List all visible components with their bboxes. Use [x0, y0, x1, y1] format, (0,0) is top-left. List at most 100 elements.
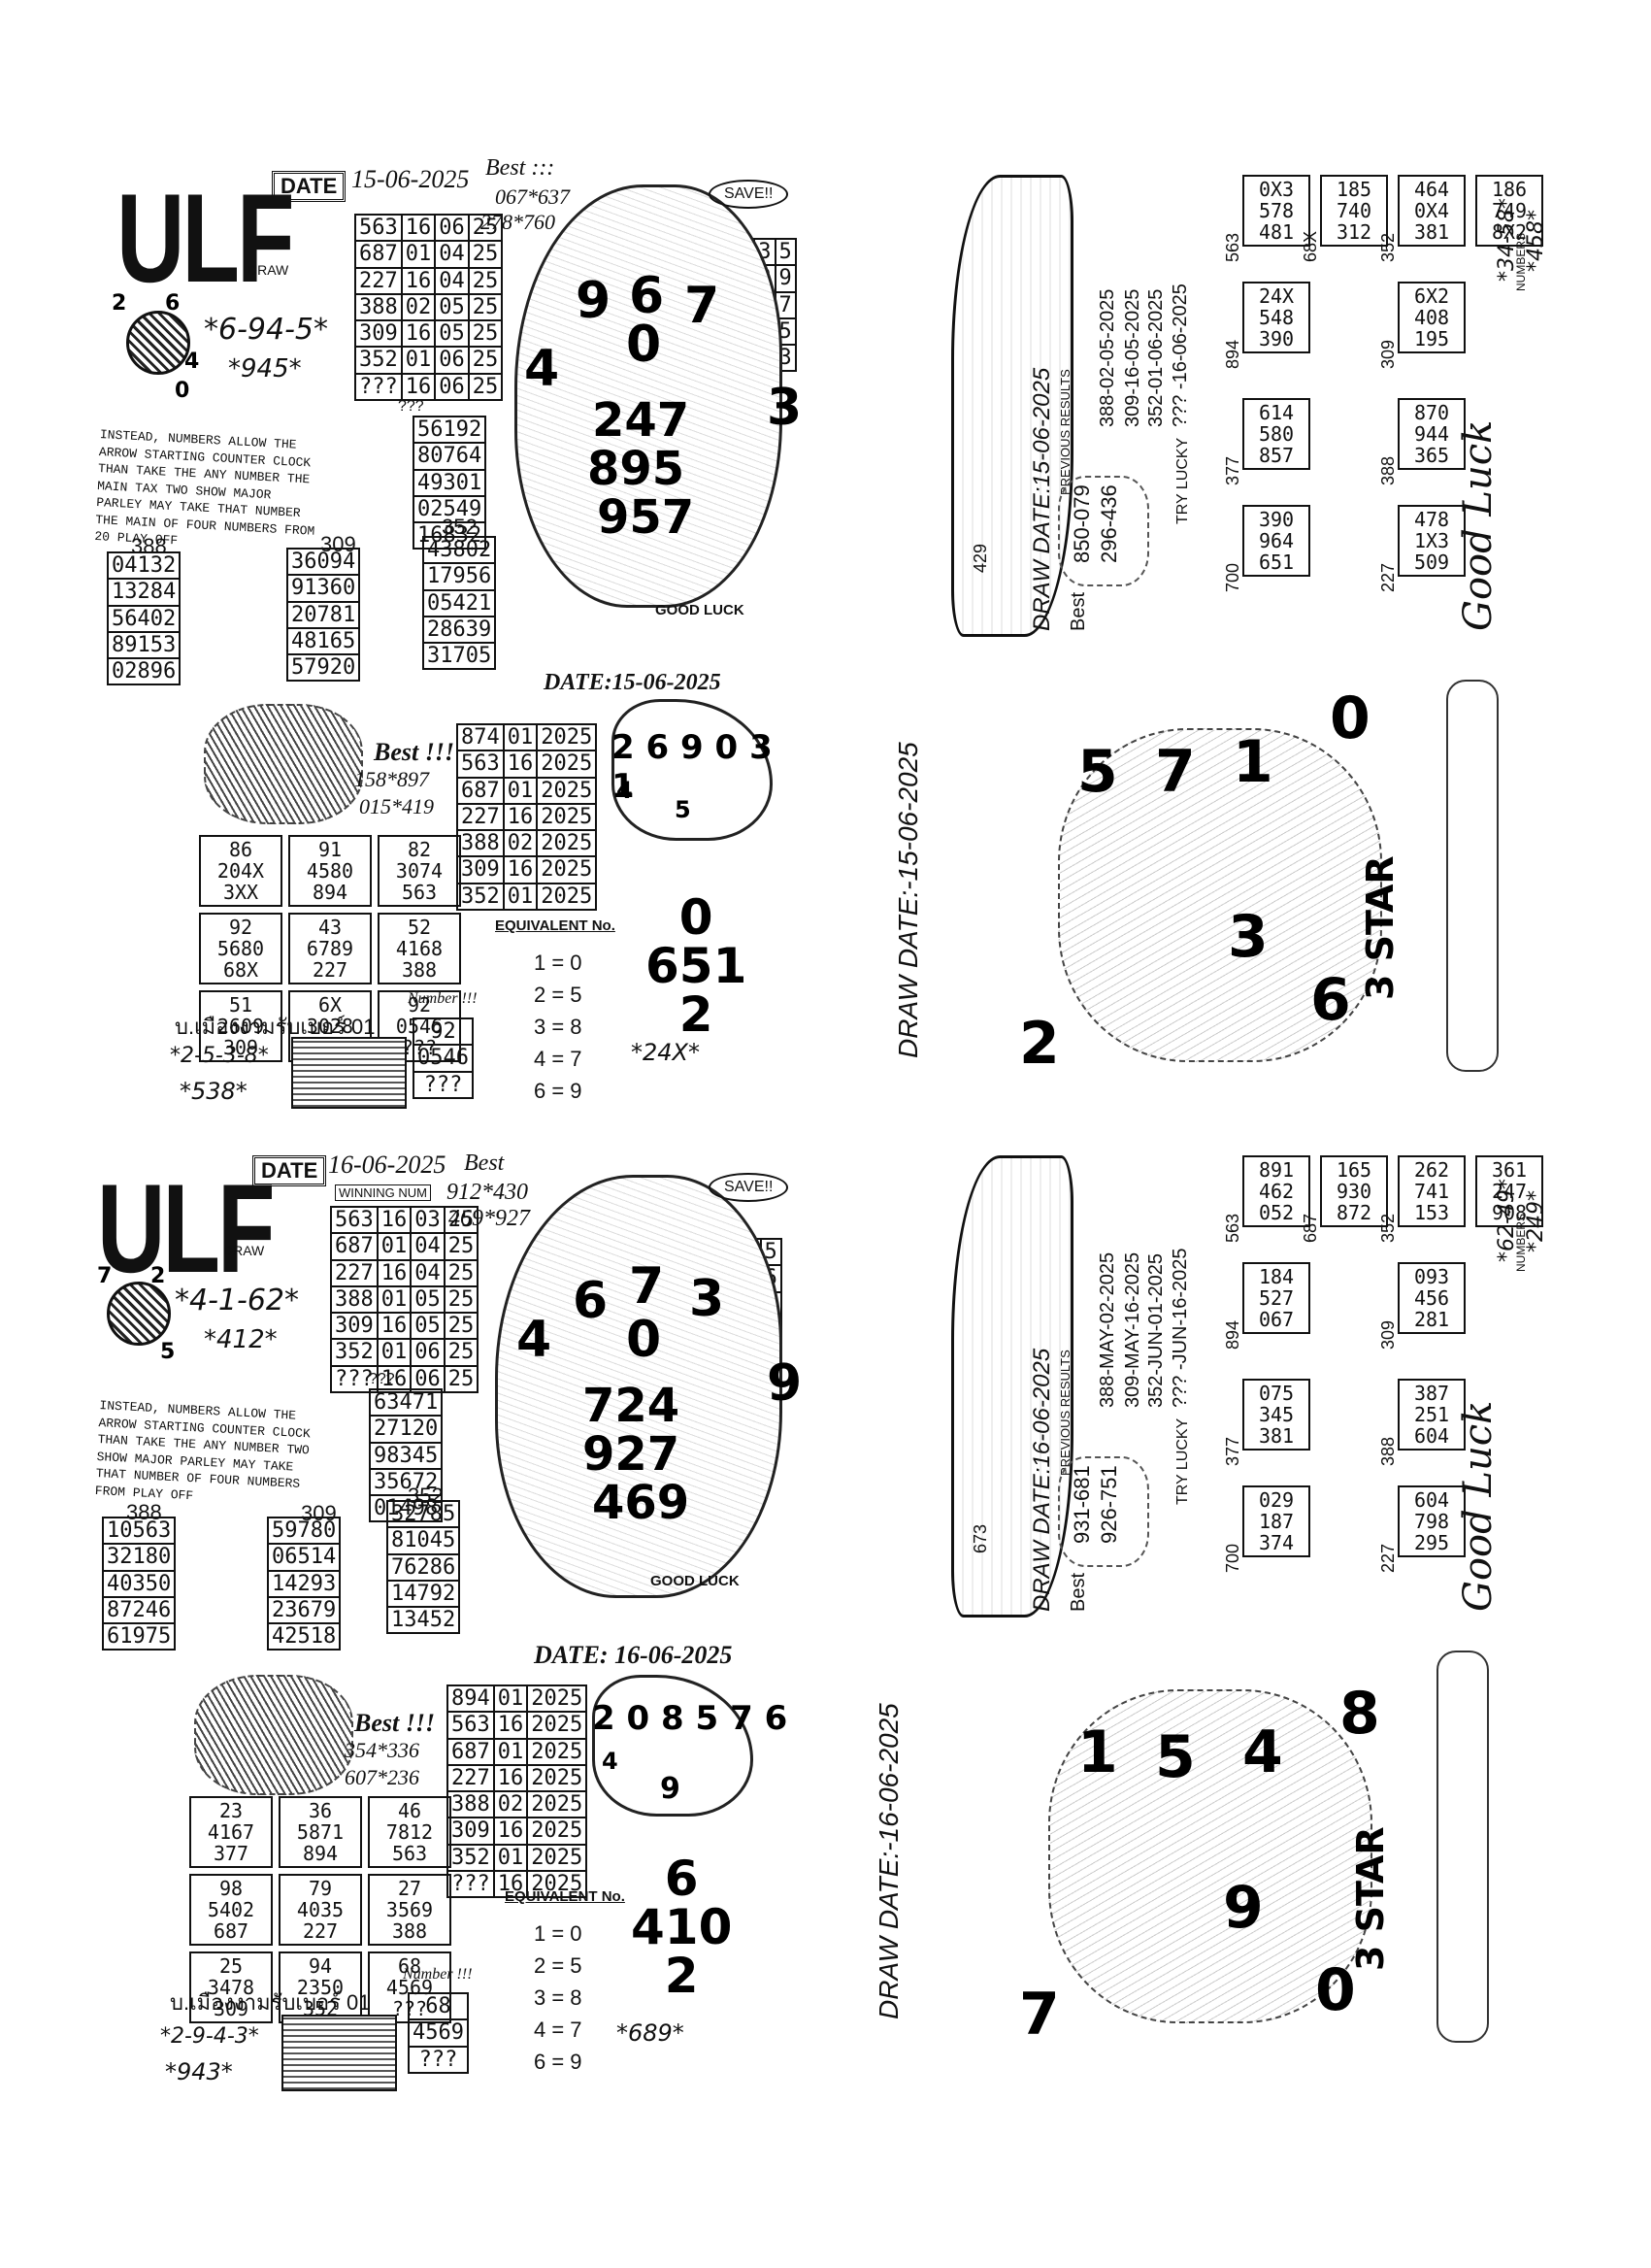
lotto-label: 563 — [1223, 1213, 1242, 1243]
equivalent-item: 6 = 9 — [534, 1079, 582, 1103]
box-line: 944 — [1413, 422, 1450, 446]
table-row: 13284 — [106, 578, 182, 607]
box-line: 870 — [1413, 401, 1450, 424]
table-row: 27120 — [368, 1415, 444, 1444]
table-cell: 80764 — [412, 442, 487, 471]
box-line: 481 — [1258, 220, 1295, 244]
hand-digit: 0 — [626, 1311, 662, 1369]
lotto-try: TRY LUCKY — [1174, 1418, 1191, 1505]
hand-digit: 9 — [767, 1354, 803, 1413]
lotto-signature: Good Luck — [1456, 1400, 1501, 1612]
table-row: 56192 — [412, 415, 487, 445]
palm-illustration — [495, 1175, 782, 1598]
hand-digit: 7 — [684, 277, 720, 335]
best-label: Best !!! — [354, 1709, 436, 1737]
table-cell: 16 — [502, 855, 539, 884]
table-row: 06514 — [266, 1543, 342, 1572]
box-line: 345 — [1258, 1403, 1295, 1426]
box-line: 075 — [1258, 1382, 1295, 1405]
table-row: 98345 — [368, 1441, 444, 1470]
table-cell: 4569 — [408, 2018, 469, 2048]
table-cell: 01 — [376, 1232, 413, 1261]
table-cell: 17956 — [421, 562, 497, 591]
table-cell: 16 — [492, 1817, 529, 1846]
lotto-panel-2: DRAW DATE:16-06-2025 PREVIOUS RESULTS Be… — [951, 1155, 1553, 1621]
table-cell: 01 — [400, 240, 437, 269]
goat-num: 1 — [1233, 728, 1273, 796]
box-line: 5402 — [207, 1898, 255, 1921]
box-line: 0X4 — [1413, 199, 1450, 222]
stack-number: 0 — [678, 889, 713, 946]
table-cell: ??? — [408, 2045, 469, 2074]
box-line: 195 — [1413, 327, 1450, 350]
table-cell: ??? — [413, 1070, 474, 1099]
fan-digit: 1 — [611, 767, 635, 806]
box-line: 964 — [1258, 529, 1295, 552]
equivalent-item: 2 = 5 — [534, 983, 582, 1007]
table-row: 89153 — [106, 630, 182, 660]
table-cell: 01 — [502, 722, 539, 752]
lotto-signature: Good Luck — [1456, 419, 1501, 631]
table-cell: 32180 — [101, 1543, 177, 1572]
equivalent-item: 4 = 7 — [534, 1047, 582, 1071]
table-cell: 563 — [354, 213, 403, 243]
tree-branch — [1436, 1651, 1489, 2043]
table-cell: 25 — [443, 1205, 479, 1235]
box-line: 281 — [1413, 1308, 1450, 1331]
table-cell: ??? — [446, 1870, 495, 1899]
best-pair-1: 158*897 — [354, 767, 429, 791]
box-line: 186 — [1491, 178, 1528, 201]
fan-digit: 0 — [714, 728, 739, 767]
box-line: 509 — [1413, 550, 1450, 574]
table-cell: 14792 — [385, 1579, 461, 1609]
lucky-circle — [107, 1282, 171, 1346]
circle-digit: 0 — [175, 379, 190, 403]
table-cell: 2025 — [526, 1843, 588, 1873]
table-cell: 04 — [410, 1258, 446, 1287]
box-line: 604 — [1413, 1424, 1450, 1448]
table-cell: 02 — [502, 829, 539, 858]
box-line: 184 — [1258, 1265, 1295, 1288]
table-cell: 06514 — [266, 1543, 342, 1572]
table-cell: 27120 — [368, 1415, 444, 1444]
box-line: 387 — [1413, 1382, 1450, 1405]
table-cell: 40350 — [101, 1569, 177, 1598]
table-cell: ??? — [330, 1364, 379, 1394]
goat-star: 3 STAR — [1359, 855, 1402, 1000]
table-cell: 388 — [456, 829, 505, 858]
hand-digit: 9 — [576, 272, 611, 330]
stack-number: 2 — [664, 1948, 699, 2004]
table-cell: 23679 — [266, 1595, 342, 1625]
star-line: *943* — [165, 2058, 233, 2085]
lotto-side-num: 429 — [971, 543, 990, 573]
date-value: DATE:15-06-2025 — [544, 670, 721, 695]
lucky-circle — [126, 311, 190, 375]
fan-digit: 0 — [626, 1699, 650, 1738]
table-row: 31705 — [421, 642, 497, 671]
table-row: 63471 — [368, 1387, 444, 1418]
stack-number: 651 — [645, 938, 747, 994]
lotto-history: 352-JUN-01-2025 — [1145, 1253, 1167, 1408]
table-cell: 309 — [354, 319, 403, 349]
box-line: 464 — [1413, 178, 1450, 201]
table-cell: 06 — [410, 1338, 446, 1367]
